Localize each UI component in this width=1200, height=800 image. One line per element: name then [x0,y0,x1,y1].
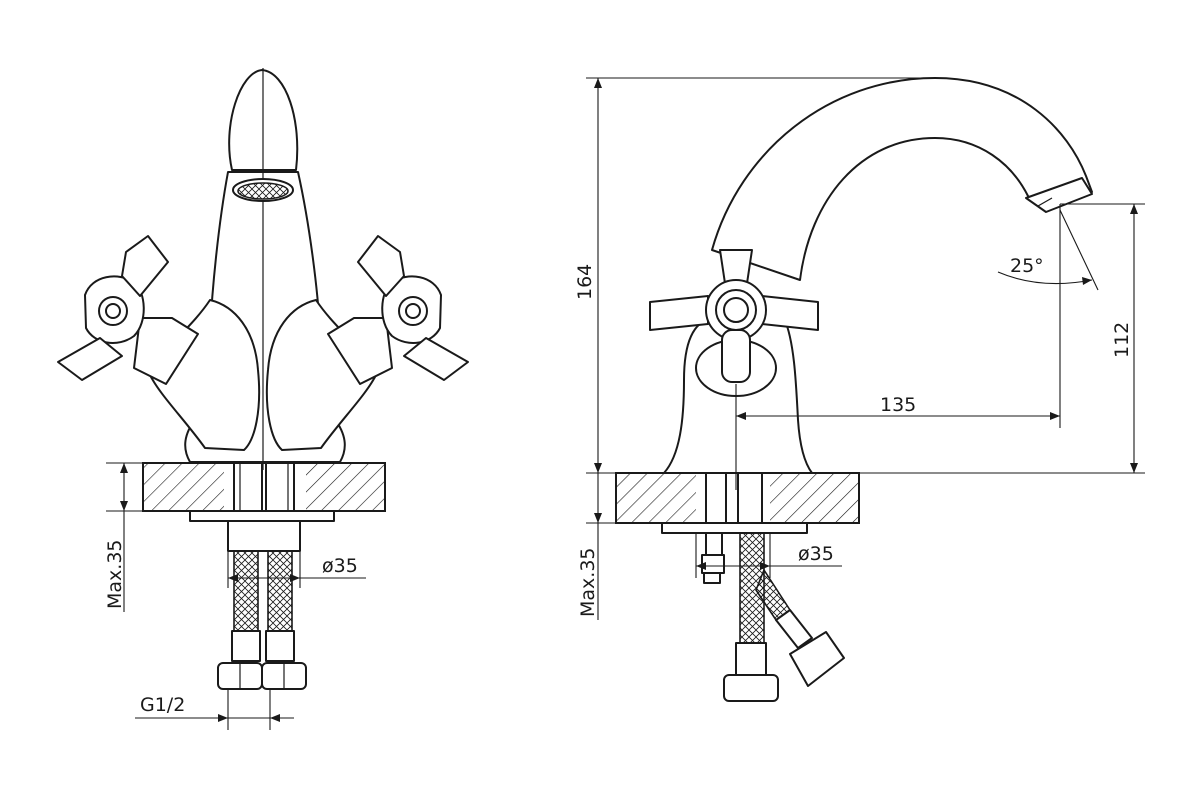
spout-reach-label: 135 [880,394,916,416]
front-mounting-hardware [189,462,335,690]
side-view: 164 112 135 25° Max.35 ø35 [574,77,1145,702]
connection-thread-label: G1/2 [140,694,185,716]
spout [711,77,1093,281]
outlet-angle-label: 25° [1010,255,1044,277]
countertop-section [142,462,386,512]
front-dimension-lines [106,462,366,730]
side-mounting-thickness-label: Max.35 [577,548,599,618]
side-mounting-hardware [661,472,845,702]
side-dimension-lines [586,77,1145,620]
side-valve-handle [649,249,819,397]
right-valve-handle [265,235,469,451]
left-valve-handle [57,235,261,451]
outlet-height-label: 112 [1111,322,1133,358]
side-hole-diameter-label: ø35 [798,543,834,565]
front-view: Max.35 ø35 G1/2 [57,68,469,730]
total-height-label: 164 [574,264,596,300]
front-hole-diameter-label: ø35 [322,555,358,577]
front-mounting-thickness-label: Max.35 [104,540,126,610]
